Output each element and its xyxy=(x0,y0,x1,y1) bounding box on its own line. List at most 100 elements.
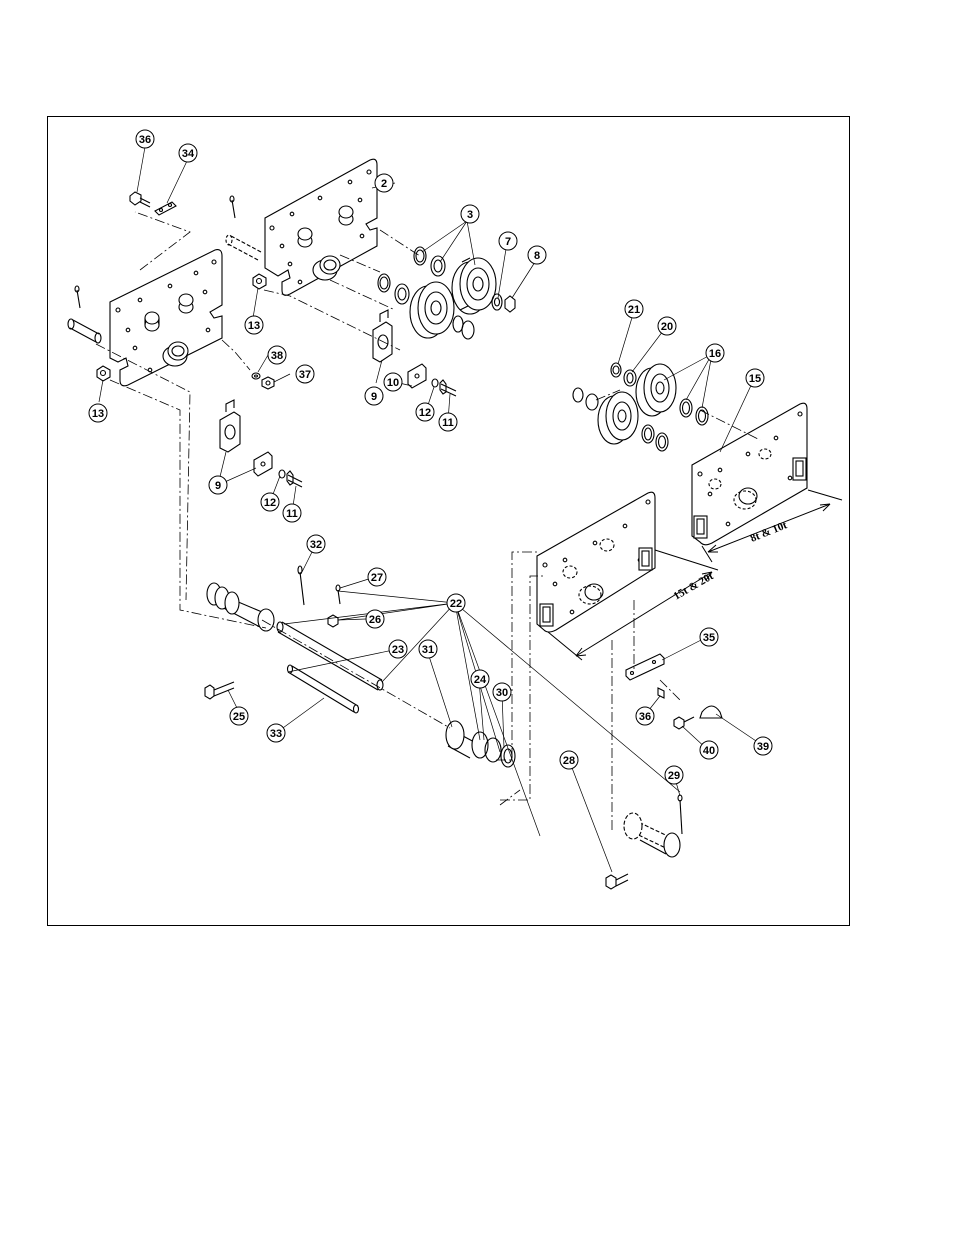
callout-label: 13 xyxy=(92,408,104,420)
bracket-9-upper xyxy=(372,309,393,363)
callout-label: 2 xyxy=(381,178,387,190)
bracket-9-lower xyxy=(219,399,241,453)
hub-31 xyxy=(445,720,489,759)
callout-label: 26 xyxy=(369,614,381,626)
left-side-plate xyxy=(109,249,223,387)
callout-bubble xyxy=(527,245,547,265)
dimension-15t-20t xyxy=(547,549,719,661)
sprocket-upper xyxy=(451,257,497,315)
callout-bubble xyxy=(244,315,264,335)
callout-bubble xyxy=(415,402,435,422)
shaft-23 xyxy=(276,621,384,691)
callout-label: 12 xyxy=(264,497,276,509)
callout-bubble xyxy=(418,639,438,659)
washer-12-upper xyxy=(431,378,439,388)
sprocket-lower xyxy=(409,281,455,339)
upper-pin xyxy=(225,195,262,261)
callout-bubble xyxy=(367,567,387,587)
callout-label: 28 xyxy=(563,755,575,767)
washer-12-lower xyxy=(278,469,286,479)
callout-label: 13 xyxy=(248,320,260,332)
callout-label: 31 xyxy=(422,644,434,656)
callout-label: 9 xyxy=(371,391,377,403)
left-pin xyxy=(67,285,102,344)
callout-bubble xyxy=(657,316,677,336)
callout-label: 15 xyxy=(749,373,761,385)
callout-group: 3634237813133837910121191211212016153227… xyxy=(88,129,773,785)
callout-label: 38 xyxy=(271,350,283,362)
callout-bubble xyxy=(178,143,198,163)
callout-label: 7 xyxy=(505,236,511,248)
ring-21 xyxy=(610,362,622,378)
callout-label: 20 xyxy=(661,321,673,333)
callout-bubble xyxy=(446,593,466,613)
bolt-36-lower xyxy=(657,687,665,699)
callout-bubble xyxy=(498,231,518,251)
bolt-11-lower xyxy=(286,470,303,488)
dimension-label-8t-10t: 8t & 10t xyxy=(749,519,789,545)
callout-label: 32 xyxy=(310,539,322,551)
callout-label: 21 xyxy=(628,304,640,316)
callout-label: 25 xyxy=(233,711,245,723)
lower-hub xyxy=(623,812,681,858)
callout-bubble xyxy=(470,669,490,689)
callout-bubble xyxy=(460,204,480,224)
callout-bubble xyxy=(282,503,302,523)
callout-label: 3 xyxy=(467,209,473,221)
clip-39 xyxy=(699,705,723,719)
shaft-33 xyxy=(286,664,360,714)
callout-bubble xyxy=(559,750,579,770)
screw-40 xyxy=(673,716,695,730)
bolt-28 xyxy=(605,873,629,890)
callout-label: 36 xyxy=(639,711,651,723)
bolt-25 xyxy=(204,681,235,700)
bolt-11-upper xyxy=(439,379,457,397)
cotter-32 xyxy=(297,565,305,606)
leader-lines xyxy=(98,146,763,873)
callout-bubble xyxy=(635,706,655,726)
ring-20 xyxy=(623,369,637,387)
washer-7 xyxy=(491,293,503,311)
callout-label: 11 xyxy=(286,508,298,520)
nut-38 xyxy=(251,372,261,380)
callout-bubble xyxy=(365,609,385,629)
callout-label: 34 xyxy=(182,148,195,160)
callout-label: 27 xyxy=(371,572,383,584)
callout-bubble xyxy=(266,723,286,743)
callout-label: 12 xyxy=(419,407,431,419)
callout-bubble xyxy=(388,639,408,659)
shim-plate-34 xyxy=(154,201,177,216)
hex-nut-13-lower xyxy=(96,365,111,382)
callout-label: 40 xyxy=(703,745,715,757)
cotter-27 xyxy=(335,584,341,605)
callout-label: 36 xyxy=(139,134,151,146)
bracket-35 xyxy=(625,653,665,681)
callout-bubble xyxy=(267,345,287,365)
dimension-8t-10t xyxy=(701,489,843,563)
callout-bubble xyxy=(383,372,403,392)
cotter-29 xyxy=(677,794,683,835)
callout-bubble xyxy=(374,173,394,193)
callout-bubble xyxy=(753,736,773,756)
bracket-10-upper xyxy=(407,363,427,389)
callout-bubble xyxy=(295,364,315,384)
callout-bubble xyxy=(229,706,249,726)
callout-label: 22 xyxy=(450,598,462,610)
callout-label: 24 xyxy=(474,674,487,686)
callout-bubble xyxy=(88,403,108,423)
callout-label: 37 xyxy=(299,369,311,381)
callout-bubble xyxy=(135,129,155,149)
callout-bubble xyxy=(705,343,725,363)
callout-label: 9 xyxy=(215,480,221,492)
callout-label: 29 xyxy=(668,770,680,782)
callout-bubble xyxy=(260,492,280,512)
callout-bubble xyxy=(699,740,719,760)
callout-bubble xyxy=(364,386,384,406)
callout-label: 30 xyxy=(496,687,508,699)
callout-bubble xyxy=(492,682,512,702)
callout-bubble xyxy=(438,412,458,432)
right-plate-lower xyxy=(536,491,656,633)
rings-left-right xyxy=(572,387,599,411)
nut-8 xyxy=(504,295,516,313)
